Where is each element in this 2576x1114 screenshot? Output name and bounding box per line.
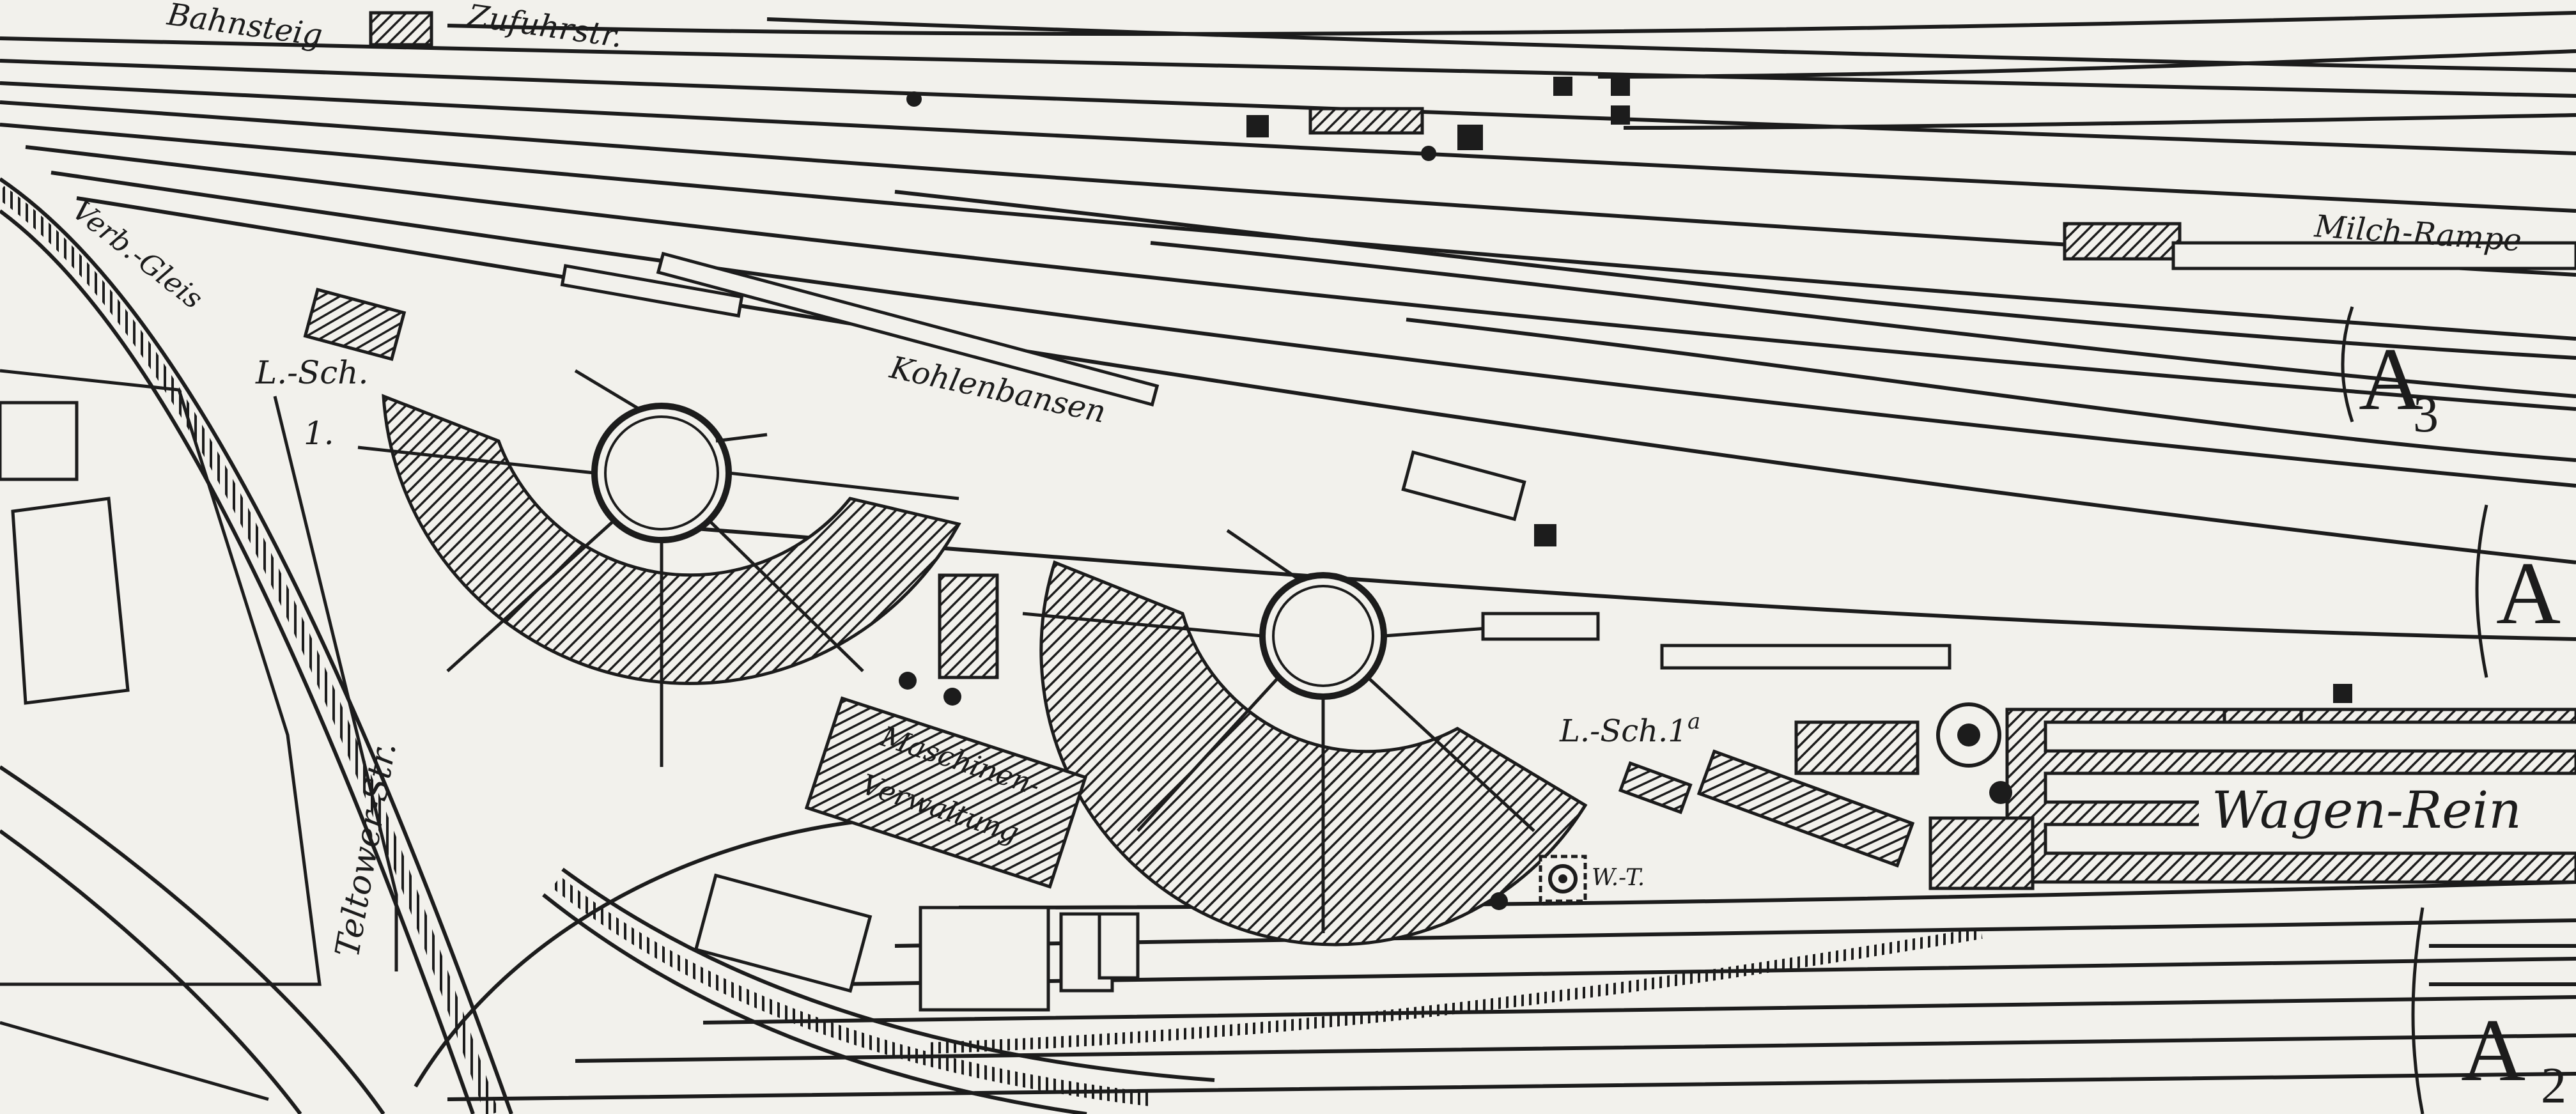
street-outlines xyxy=(0,369,398,1101)
main-tracks xyxy=(0,11,2576,1101)
water-tower-symbol xyxy=(1539,855,1587,903)
label-wagen-rein: Wagen-Rein xyxy=(2212,780,2522,840)
label-backdrop-wagen xyxy=(2199,780,2576,837)
tie-track-left xyxy=(0,186,499,1114)
building-block-a xyxy=(0,401,79,481)
roundhouse-2 xyxy=(1022,529,1599,947)
small-shed xyxy=(1308,107,1424,135)
small-markers xyxy=(899,77,2352,910)
building-block-b xyxy=(11,497,130,705)
label-water-tower: W.-T. xyxy=(1592,865,1645,891)
label-group-a1: A xyxy=(2496,544,2561,643)
label-lsch-1-number: 1. xyxy=(304,415,334,452)
group-brackets xyxy=(2341,306,2488,1114)
label-lsch-1: L.-Sch. xyxy=(255,354,368,391)
building-lower-1 xyxy=(919,906,1050,1012)
turntable-1 xyxy=(591,403,732,543)
label-group-a3: A xyxy=(2359,330,2423,429)
label-lsch-1a-sup: a xyxy=(1688,709,1700,734)
label-group-a2-sub: 2 xyxy=(2541,1058,2566,1114)
roundhouse-1 xyxy=(357,369,961,767)
open-buildings xyxy=(560,241,2576,1012)
gasometer-symbol xyxy=(1936,702,2001,768)
bahnsteig-building xyxy=(369,11,433,47)
label-group-a2: A xyxy=(2461,1001,2526,1100)
tie-track-bottom xyxy=(552,876,1152,1106)
label-lsch-1a: L.-Sch.1 xyxy=(1559,713,1688,749)
milch-rampe-building xyxy=(2063,222,2182,261)
tie-track-lower xyxy=(926,927,1983,1054)
turntable-2 xyxy=(1259,572,1387,700)
maschinen-verwaltung-building xyxy=(804,696,1088,889)
label-group-a3-sub: 3 xyxy=(2413,387,2439,443)
